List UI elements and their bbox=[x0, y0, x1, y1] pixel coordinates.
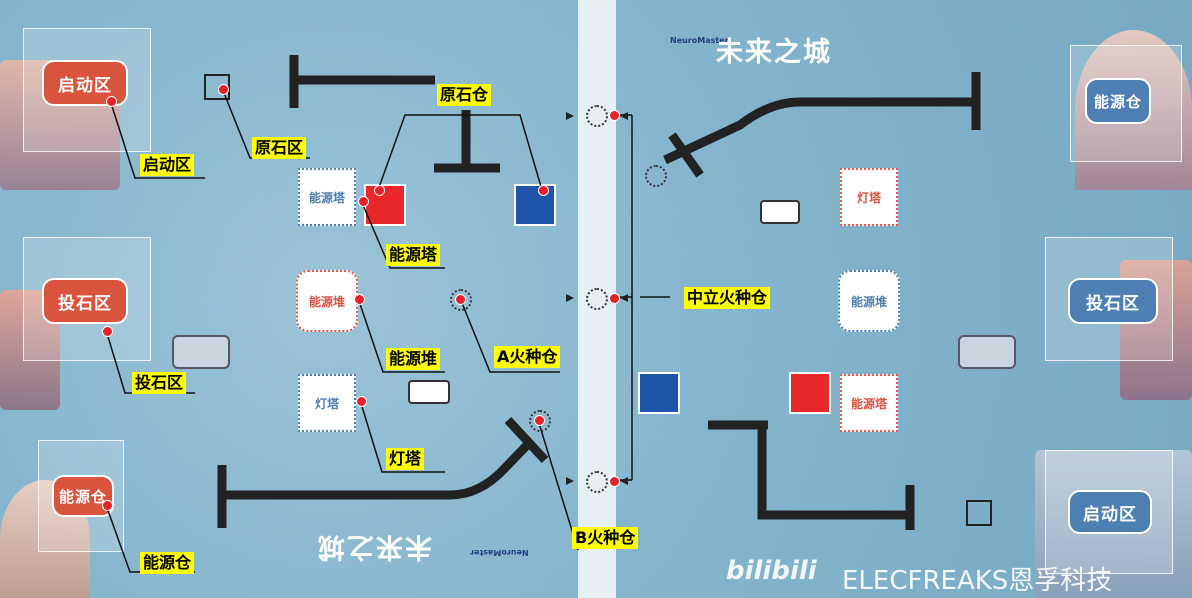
fire-bin-a bbox=[450, 289, 472, 311]
blue-square-left bbox=[514, 184, 556, 226]
arrows bbox=[566, 112, 628, 485]
field-title-bottom: 未来之城 bbox=[316, 531, 432, 562]
marker-a-fire bbox=[455, 294, 466, 305]
red-square-left bbox=[364, 184, 406, 226]
fire-bin-neutral-top bbox=[586, 105, 608, 127]
ore-zone-box-left bbox=[204, 74, 230, 100]
marker-lighthouse bbox=[356, 396, 367, 407]
blue-square-center bbox=[638, 372, 680, 414]
energy-tower-card-left: 能源塔 bbox=[298, 168, 356, 226]
label-lighthouse: 灯塔 bbox=[386, 448, 425, 470]
bilibili-logo: bilibili bbox=[726, 556, 817, 586]
brand-logo-top: NeuroMaster bbox=[670, 36, 729, 45]
lighthouse-card-left: 灯塔 bbox=[298, 374, 356, 432]
label-throw-zone: 投石区 bbox=[132, 372, 187, 394]
ore-zone-box-right bbox=[966, 500, 992, 526]
field-title-top: 未来之城 bbox=[716, 37, 832, 68]
label-start-zone: 启动区 bbox=[140, 154, 195, 176]
lighthouse-card-right: 灯塔 bbox=[840, 168, 898, 226]
throw-zone-right: 投石区 bbox=[1068, 278, 1158, 324]
start-zone-right: 启动区 bbox=[1068, 490, 1152, 534]
energy-zone-right: 能源仓 bbox=[1085, 78, 1151, 124]
marker-ore-bin-red bbox=[374, 185, 385, 196]
label-ore-zone: 原石区 bbox=[252, 137, 307, 159]
label-neutral-fire: 中立火种仓 bbox=[684, 287, 771, 309]
robot-right bbox=[760, 200, 800, 224]
marker-energy-tower bbox=[358, 196, 369, 207]
marker-energy-pile bbox=[354, 294, 365, 305]
energy-pile-card-right: 能源堆 bbox=[838, 270, 900, 332]
marker-energy-bin bbox=[102, 500, 113, 511]
label-energy-pile: 能源堆 bbox=[386, 348, 441, 370]
label-energy-tower: 能源塔 bbox=[386, 244, 441, 266]
fire-bin-right bbox=[645, 165, 667, 187]
label-energy-bin: 能源仓 bbox=[140, 552, 195, 574]
fire-bin-neutral-bottom bbox=[586, 471, 608, 493]
walls bbox=[217, 55, 981, 530]
marker-neutral-mid bbox=[609, 293, 620, 304]
red-square-right bbox=[789, 372, 831, 414]
vehicle-left bbox=[172, 335, 230, 369]
label-ore-bin: 原石仓 bbox=[437, 84, 492, 106]
fire-bin-neutral-mid bbox=[586, 288, 608, 310]
brand-logo-bottom: NeuroMaster bbox=[470, 548, 529, 557]
watermark-text: ELECFREAKS恩孚科技 bbox=[842, 566, 1113, 596]
label-a-fire: A火种仓 bbox=[494, 346, 561, 368]
throw-zone-left: 投石区 bbox=[42, 278, 128, 324]
energy-tower-card-right: 能源塔 bbox=[840, 374, 898, 432]
marker-ore-zone bbox=[218, 84, 229, 95]
label-b-fire: B火种仓 bbox=[572, 527, 639, 549]
marker-b-fire bbox=[534, 415, 545, 426]
robot-left bbox=[408, 380, 450, 404]
marker-neutral-bottom bbox=[609, 476, 620, 487]
marker-ore-bin-blue bbox=[538, 185, 549, 196]
marker-throw-zone bbox=[102, 326, 113, 337]
marker-start-zone bbox=[106, 96, 117, 107]
marker-neutral-top bbox=[609, 110, 620, 121]
vehicle-right bbox=[958, 335, 1016, 369]
fire-bin-b bbox=[529, 410, 551, 432]
